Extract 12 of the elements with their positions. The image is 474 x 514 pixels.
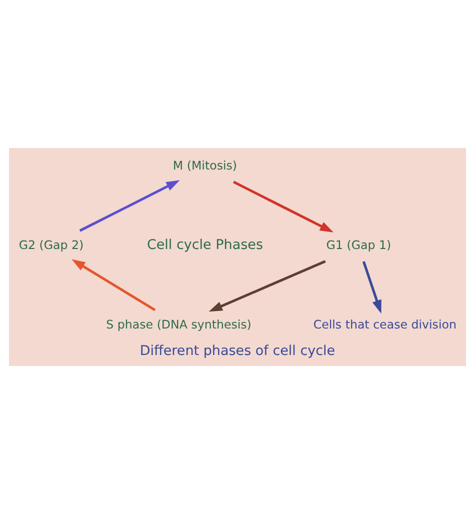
node-text: G2 (Gap 2) bbox=[18, 238, 84, 252]
caption: Different phases of cell cycle bbox=[139, 342, 335, 359]
arrow bbox=[208, 260, 326, 312]
node-text: S phase (DNA synthesis) bbox=[106, 318, 251, 332]
node-text: M (Mitosis) bbox=[172, 158, 237, 173]
arrow bbox=[78, 180, 180, 232]
label: Cell cycle Phases bbox=[146, 237, 263, 254]
arrow bbox=[71, 259, 156, 312]
node-text: G1 (Gap 1) bbox=[326, 238, 391, 252]
arrow bbox=[362, 261, 381, 314]
arrow bbox=[232, 180, 333, 232]
node-text: Cells that cease division bbox=[312, 318, 456, 332]
